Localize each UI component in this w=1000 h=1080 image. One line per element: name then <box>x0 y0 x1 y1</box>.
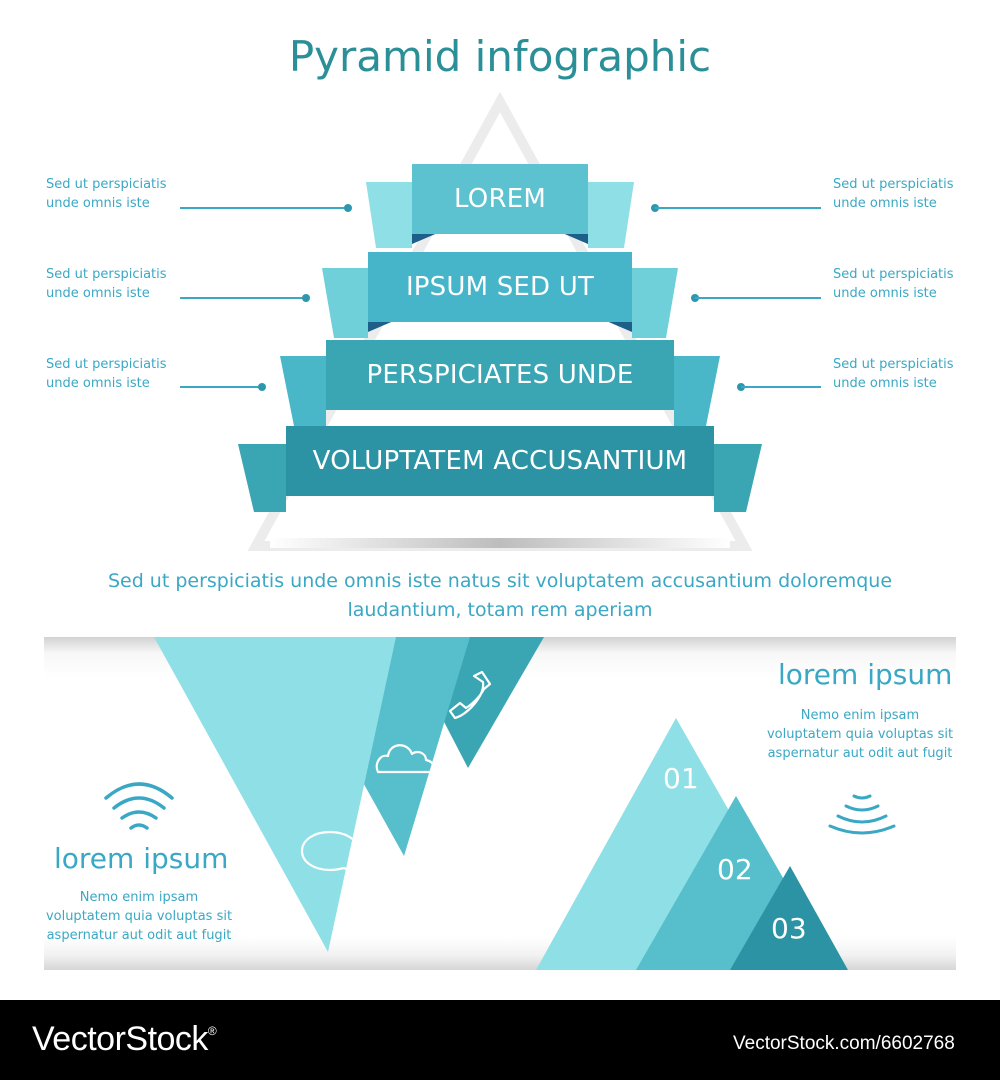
signal-icon <box>828 794 896 835</box>
brand-logo: VectorStock® <box>32 1020 217 1058</box>
lower-diagram <box>104 637 896 970</box>
right-connector-2 <box>695 297 821 299</box>
step-triangle-3 <box>730 866 848 970</box>
left-connector-dot-2 <box>302 294 310 302</box>
phone-icon <box>448 670 492 720</box>
left-note-2: Sed ut perspiciatis unde omnis iste <box>46 267 167 301</box>
pyramid-tier-4-ribbon <box>238 444 762 512</box>
footer-url: VectorStock.com/6602768 <box>733 1033 955 1054</box>
tier-label: LOREM <box>454 184 546 214</box>
left-connector-3 <box>180 386 262 388</box>
caption-text: Sed ut perspiciatis unde omnis iste natu… <box>107 570 893 621</box>
lower-left-body: Nemo enim ipsam voluptatem quia voluptas… <box>45 890 233 943</box>
step-number-1: 01 <box>663 762 699 795</box>
cloud-icon <box>375 744 436 774</box>
pyramid-tier-3: PERSPICIATES UNDE <box>326 340 674 410</box>
step-number-2: 02 <box>717 853 753 886</box>
pyramid-tier-2: IPSUM SED UT <box>368 252 632 322</box>
right-note-3: Sed ut perspiciatis unde omnis iste <box>833 357 954 391</box>
pyramid-shadow <box>270 538 730 548</box>
pyramid-tier-2-ribbon <box>322 268 678 338</box>
speech-bubble-icon <box>300 830 360 876</box>
right-note-1: Sed ut perspiciatis unde omnis iste <box>833 177 954 211</box>
inverted-triangle-1 <box>154 637 396 952</box>
tier-label: IPSUM SED UT <box>405 272 595 302</box>
lower-right-heading: lorem ipsum <box>778 658 953 691</box>
page-title: Pyramid infographic <box>288 32 712 81</box>
tier-label: PERSPICIATES UNDE <box>366 360 634 390</box>
left-connector-2 <box>180 297 306 299</box>
lower-left-heading: lorem ipsum <box>54 842 229 875</box>
lower-right-body: Nemo enim ipsam voluptatem quia voluptas… <box>766 708 954 761</box>
pyramid-tier-1: LOREM <box>412 164 588 234</box>
pyramid-tier-3-ribbon <box>280 356 720 426</box>
pyramid-tier-1-ribbon <box>366 182 634 248</box>
tier-label: VOLUPTATEM ACCUSANTIUM <box>312 446 688 476</box>
left-connector-1 <box>180 207 348 209</box>
left-connector-dot-1 <box>344 204 352 212</box>
pyramid-tier-4: VOLUPTATEM ACCUSANTIUM <box>286 426 714 496</box>
right-connector-1 <box>655 207 821 209</box>
wifi-icon <box>104 782 174 830</box>
right-connector-3 <box>741 386 821 388</box>
left-note-1: Sed ut perspiciatis unde omnis iste <box>46 177 167 211</box>
right-note-2: Sed ut perspiciatis unde omnis iste <box>833 267 954 301</box>
left-note-3: Sed ut perspiciatis unde omnis iste <box>46 357 167 391</box>
footer-bar <box>0 1000 1000 1080</box>
left-connector-dot-3 <box>258 383 266 391</box>
step-number-3: 03 <box>771 912 807 945</box>
